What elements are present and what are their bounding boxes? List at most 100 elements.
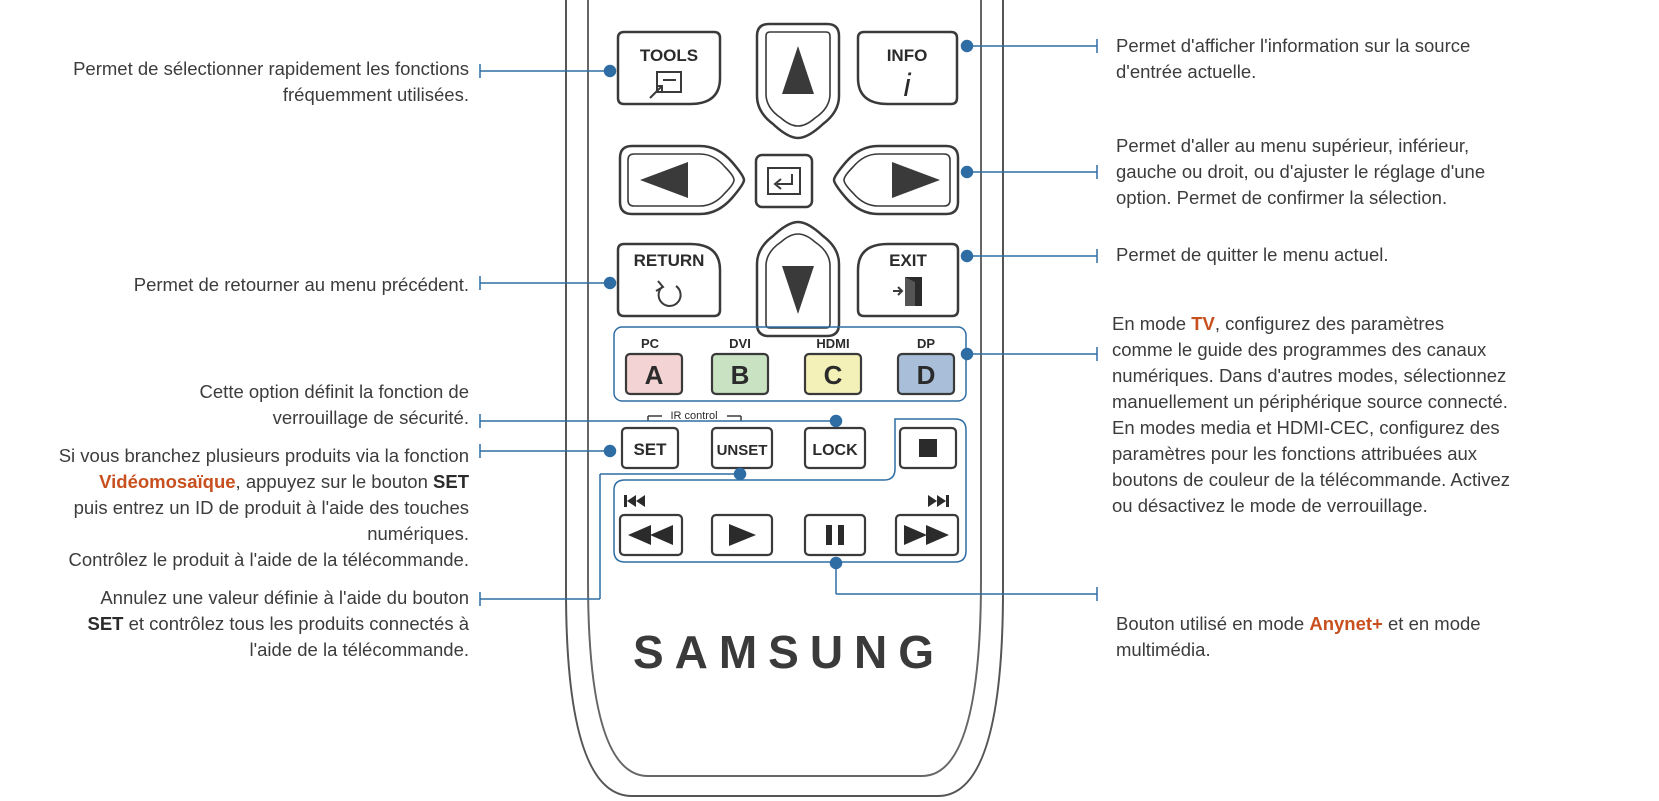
return-label: RETURN [634, 251, 705, 270]
exit-label: EXIT [889, 251, 927, 270]
source-button-a-face [624, 352, 684, 396]
annotation-unset: Annulez une valeur définie à l'aide du b… [0, 585, 469, 663]
info-icon: i [903, 67, 911, 103]
down-arrow-button[interactable] [755, 220, 841, 338]
ir-control-label: IR control [647, 410, 742, 422]
annotation-set-line2-text: , appuyez sur le bouton [235, 471, 434, 492]
samsung-logo: SAMSUNG [633, 626, 945, 678]
annotation-nav: Permet d'aller au menu supérieur, inféri… [1116, 133, 1646, 211]
annotation-tools-line2: fréquemment utilisées. [282, 84, 469, 105]
annotation-color-line7: boutons de couleur de la télécommande. A… [1112, 469, 1510, 490]
anynet-term: Anynet+ [1309, 613, 1383, 634]
annotation-lock-line1: Cette option définit la fonction de [199, 381, 469, 402]
tools-label: TOOLS [640, 46, 698, 65]
left-arrow-button[interactable] [618, 144, 746, 216]
annotation-info-line1: Permet d'afficher l'information sur la s… [1116, 35, 1471, 56]
previous-icon [624, 495, 645, 507]
stop-button[interactable] [898, 426, 958, 470]
return-button[interactable]: RETURN [616, 242, 722, 318]
source-button-b-face [710, 352, 770, 396]
annotation-color-line8: ou désactivez le mode de verrouillage. [1112, 495, 1428, 516]
annotation-color-line1-post: , configurez des paramètres [1214, 313, 1445, 334]
annotation-info-line2: d'entrée actuelle. [1116, 61, 1257, 82]
tools-button[interactable]: TOOLS [616, 30, 722, 106]
return-icon [655, 280, 682, 307]
annotation-unset-line2-text: et contrôlez tous les produits connectés… [123, 613, 469, 634]
callout-lines-left [479, 64, 843, 606]
unset-label: UNSET [717, 442, 768, 459]
annotation-anynet-line1: Bouton utilisé en mode Anynet+ et en mod… [1116, 611, 1646, 637]
lock-button[interactable]: LOCK [803, 426, 867, 470]
annotation-set-line3: puis entrez un ID de produit à l'aide de… [73, 497, 469, 518]
rewind-button[interactable] [618, 513, 684, 557]
source-button-b-top-label: DVI [729, 336, 751, 351]
annotation-nav-line1: Permet d'aller au menu supérieur, inféri… [1116, 135, 1470, 156]
annotation-nav-line2: gauche ou droit, ou d'ajuster le réglage… [1116, 161, 1486, 182]
up-arrow-button[interactable] [755, 22, 841, 140]
play-button[interactable] [710, 513, 774, 557]
fast-forward-button[interactable] [894, 513, 960, 557]
info-label: INFO [887, 46, 928, 65]
info-button[interactable]: INFO i [856, 30, 959, 106]
source-button-c-letter: C [824, 360, 843, 390]
annotation-lock-line2: verrouillage de sécurité. [272, 407, 469, 428]
annotation-exit: Permet de quitter le menu actuel. [1116, 242, 1646, 268]
source-button-d-top-label: DP [917, 336, 935, 351]
exit-icon [893, 277, 922, 306]
source-button-a-letter: A [645, 360, 664, 390]
source-button-c-top-label: HDMI [816, 336, 849, 351]
annotation-color-line2: comme le guide des programmes des canaux [1112, 339, 1487, 360]
annotation-color: En mode TV, configurez des paramètres co… [1112, 311, 1657, 519]
annotation-exit-line1: Permet de quitter le menu actuel. [1116, 244, 1389, 265]
color-buttons-group [613, 326, 967, 402]
annotation-lock: Cette option définit la fonction de verr… [0, 379, 469, 431]
right-arrow-icon [892, 162, 940, 198]
right-arrow-button[interactable] [832, 144, 960, 216]
annotation-anynet: Bouton utilisé en mode Anynet+ et en mod… [1116, 611, 1646, 663]
set-label: SET [633, 440, 667, 459]
annotation-color-line4: manuellement un périphérique source conn… [1112, 391, 1508, 412]
lock-label: LOCK [812, 442, 858, 459]
unset-button[interactable]: UNSET [710, 426, 774, 470]
annotation-unset-line3: l'aide de la télécommande. [249, 639, 470, 660]
source-button-a[interactable]: PCA [624, 336, 684, 396]
annotation-color-line6: paramètres pour les fonctions attribuées… [1112, 443, 1478, 464]
pause-button[interactable] [803, 513, 867, 557]
ir-control-text: IR control [670, 410, 717, 422]
set-button[interactable]: SET [620, 426, 680, 470]
annotation-color-line5: En modes media et HDMI-CEC, configurez d… [1112, 417, 1500, 438]
videowall-term: Vidéomosaïque [99, 471, 236, 492]
down-arrow-icon [782, 266, 814, 314]
annotation-set: Si vous branchez plusieurs produits via … [0, 443, 469, 573]
annotation-unset-line2: SET et contrôlez tous les produits conne… [0, 611, 469, 637]
annotation-set-line5: Contrôlez le produit à l'aide de la télé… [68, 549, 470, 570]
enter-button[interactable] [754, 153, 814, 209]
source-button-d-letter: D [917, 360, 936, 390]
tv-term: TV [1191, 313, 1215, 334]
pause-icon [826, 525, 844, 545]
annotation-return-line1: Permet de retourner au menu précédent. [133, 274, 469, 295]
annotation-tools-line1: Permet de sélectionner rapidement les fo… [73, 58, 469, 79]
enter-icon [767, 167, 801, 195]
source-button-c-face [803, 352, 863, 396]
source-button-c[interactable]: HDMI C [803, 336, 863, 396]
annotation-set-line2: Vidéomosaïque, appuyez sur le bouton SET [0, 469, 469, 495]
remote-body-inner [587, 0, 982, 777]
source-button-d[interactable]: DP D [896, 336, 956, 396]
fast-forward-icon [904, 525, 927, 545]
callout-lines-right [829, 39, 1098, 601]
source-button-d-face [896, 352, 956, 396]
rewind-icon [628, 525, 651, 545]
set-term: SET [433, 471, 469, 492]
play-icon [729, 524, 756, 546]
annotation-anynet-line1-post: et en mode [1382, 613, 1481, 634]
next-icon [928, 495, 949, 507]
annotation-anynet-line1-pre: Bouton utilisé en mode [1116, 613, 1310, 634]
exit-button[interactable]: EXIT [856, 242, 960, 318]
left-arrow-icon [640, 162, 688, 198]
stop-icon [919, 439, 937, 457]
annotation-color-line1: En mode TV, configurez des paramètres [1112, 311, 1657, 337]
